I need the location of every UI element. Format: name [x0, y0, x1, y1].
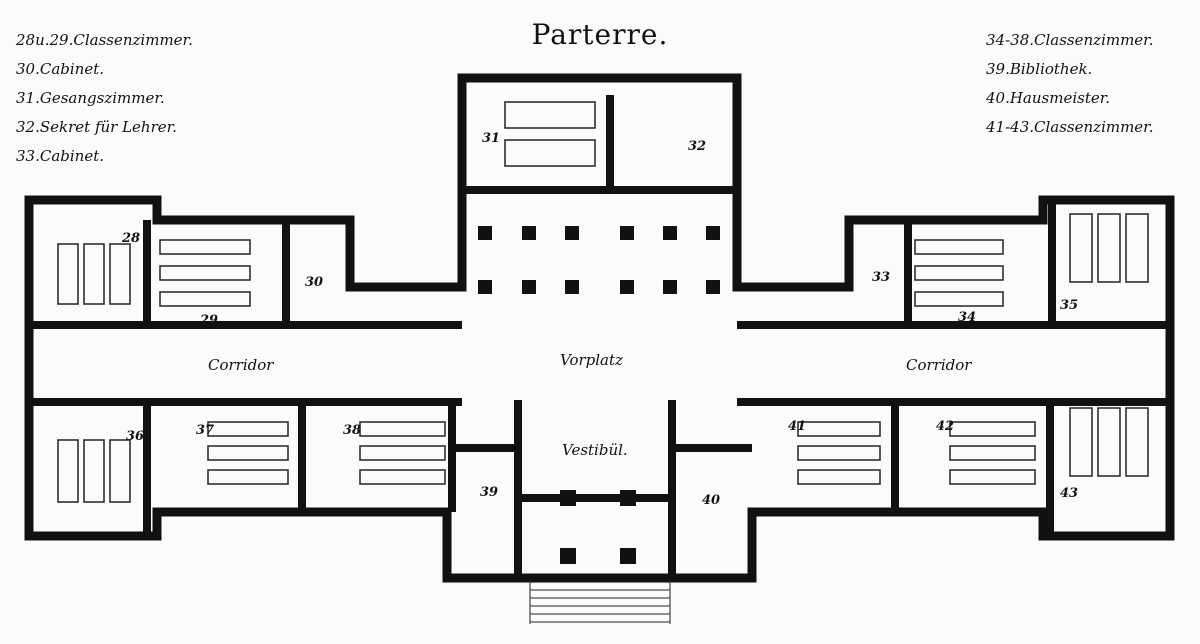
legend-item: 28u.29.Classenzimmer.	[16, 31, 193, 49]
room-number-32: 32	[688, 139, 706, 154]
room-number-37: 37	[196, 423, 214, 438]
room-number-36: 36	[126, 429, 144, 444]
desk-rows	[57, 101, 1149, 503]
vorplatz-pillars	[478, 226, 720, 564]
room-number-40: 40	[702, 493, 720, 508]
legend-item: 41-43.Classenzimmer.	[986, 118, 1154, 136]
legend-item: 34-38.Classenzimmer.	[986, 31, 1154, 49]
vestibuel-label: Vestibül.	[562, 441, 628, 459]
legend-item: 30.Cabinet.	[16, 60, 105, 78]
legend-item: 31.Gesangszimmer.	[16, 89, 165, 107]
room-number-39: 39	[480, 485, 498, 500]
entrance-stairs	[529, 580, 671, 624]
room-number-34: 34	[958, 310, 976, 325]
room-number-33: 33	[872, 270, 890, 285]
legend-item: 39.Bibliothek.	[986, 60, 1093, 78]
legend-item: 40.Hausmeister.	[986, 89, 1111, 107]
corridor-left-label: Corridor	[208, 356, 274, 374]
plan-title: Parterre.	[531, 18, 669, 51]
room-number-30: 30	[305, 275, 323, 290]
room-number-38: 38	[343, 423, 361, 438]
room-number-29: 29	[199, 313, 218, 328]
legend-left: 28u.29.Classenzimmer. 30.Cabinet. 31.Ges…	[16, 26, 193, 171]
room-number-43: 43	[1060, 486, 1078, 501]
legend-item: 32.Sekret für Lehrer.	[16, 118, 177, 136]
corridor-right-label: Corridor	[906, 356, 972, 374]
room-number-41: 41	[788, 419, 806, 434]
legend-item: 33.Cabinet.	[16, 147, 105, 165]
room-number-35: 35	[1060, 298, 1078, 313]
legend-right: 34-38.Classenzimmer. 39.Bibliothek. 40.H…	[986, 26, 1153, 142]
room-number-42: 42	[936, 419, 954, 434]
room-number-31: 31	[482, 131, 500, 146]
room-number-28: 28	[121, 231, 140, 246]
outer-walls	[24, 73, 1175, 583]
vorplatz-label: Vorplatz	[560, 351, 623, 369]
interior-walls	[29, 95, 1170, 578]
